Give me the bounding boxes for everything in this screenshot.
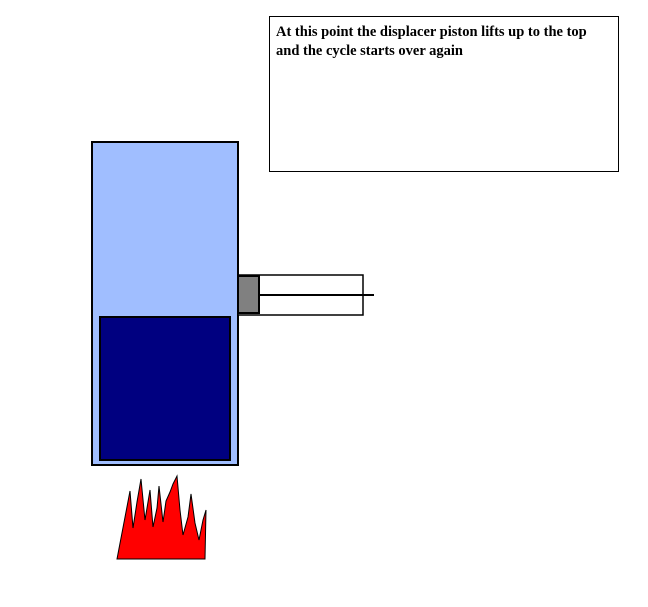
caption-box: At this point the displacer piston lifts… bbox=[269, 16, 619, 172]
displacer-piston bbox=[99, 316, 231, 461]
flame-icon bbox=[116, 474, 207, 560]
power-piston bbox=[237, 275, 260, 314]
caption-text: At this point the displacer piston lifts… bbox=[276, 24, 587, 59]
